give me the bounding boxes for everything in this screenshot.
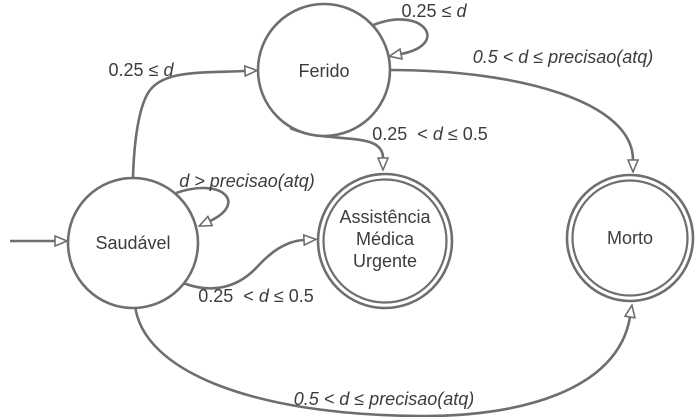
state-saudavel: Saudável: [66, 176, 200, 310]
label-saudavel-to-assistencia: 0.25 < d ≤ 0.5: [198, 286, 313, 306]
transition-ferido-to-morto: [389, 68, 633, 160]
state-assistencia-inner-circle: [322, 178, 448, 304]
label-ferido-to-morto: 0.5 < d ≤ precisao(atq): [473, 47, 653, 67]
state-assistencia-label-line2: Médica: [356, 229, 415, 249]
transition-saudavel-to-morto: [133, 305, 630, 417]
state-ferido-label: Ferido: [298, 61, 349, 81]
state-assistencia-medica-urgente: Assistência Médica Urgente: [316, 172, 454, 310]
state-assistencia-label-line1: Assistência: [339, 207, 431, 227]
transition-edges: [10, 18, 633, 417]
state-ferido-circle: [256, 2, 392, 138]
state-morto: Morto: [565, 173, 695, 303]
transition-labels: 0.25 ≤ d 0.25 ≤ d d > precisao(atq) 0.25…: [109, 1, 654, 409]
states: Saudável Ferido Assistência Médica Urgen…: [66, 2, 695, 310]
state-saudavel-circle: [66, 176, 200, 310]
state-saudavel-label: Saudável: [95, 233, 170, 253]
transition-saudavel-to-assistencia: [182, 240, 304, 290]
state-ferido: Ferido: [256, 2, 392, 138]
label-ferido-to-assistencia: 0.25 < d ≤ 0.5: [372, 124, 487, 144]
state-morto-inner-circle: [571, 179, 689, 297]
state-morto-label: Morto: [607, 228, 653, 248]
state-morto-outer-circle: [565, 173, 695, 303]
state-assistencia-label-line3: Urgente: [353, 251, 417, 271]
label-saudavel-to-ferido: 0.25 ≤ d: [109, 60, 175, 80]
state-assistencia-outer-circle: [316, 172, 454, 310]
label-saudavel-self-loop: d > precisao(atq): [179, 171, 315, 191]
label-ferido-self-loop: 0.25 ≤ d: [402, 1, 468, 21]
transition-saudavel-self-loop: [175, 186, 230, 221]
label-saudavel-to-morto: 0.5 < d ≤ precisao(atq): [294, 389, 474, 409]
transition-ferido-self-loop: [370, 18, 429, 54]
transition-saudavel-to-ferido: [131, 71, 245, 179]
